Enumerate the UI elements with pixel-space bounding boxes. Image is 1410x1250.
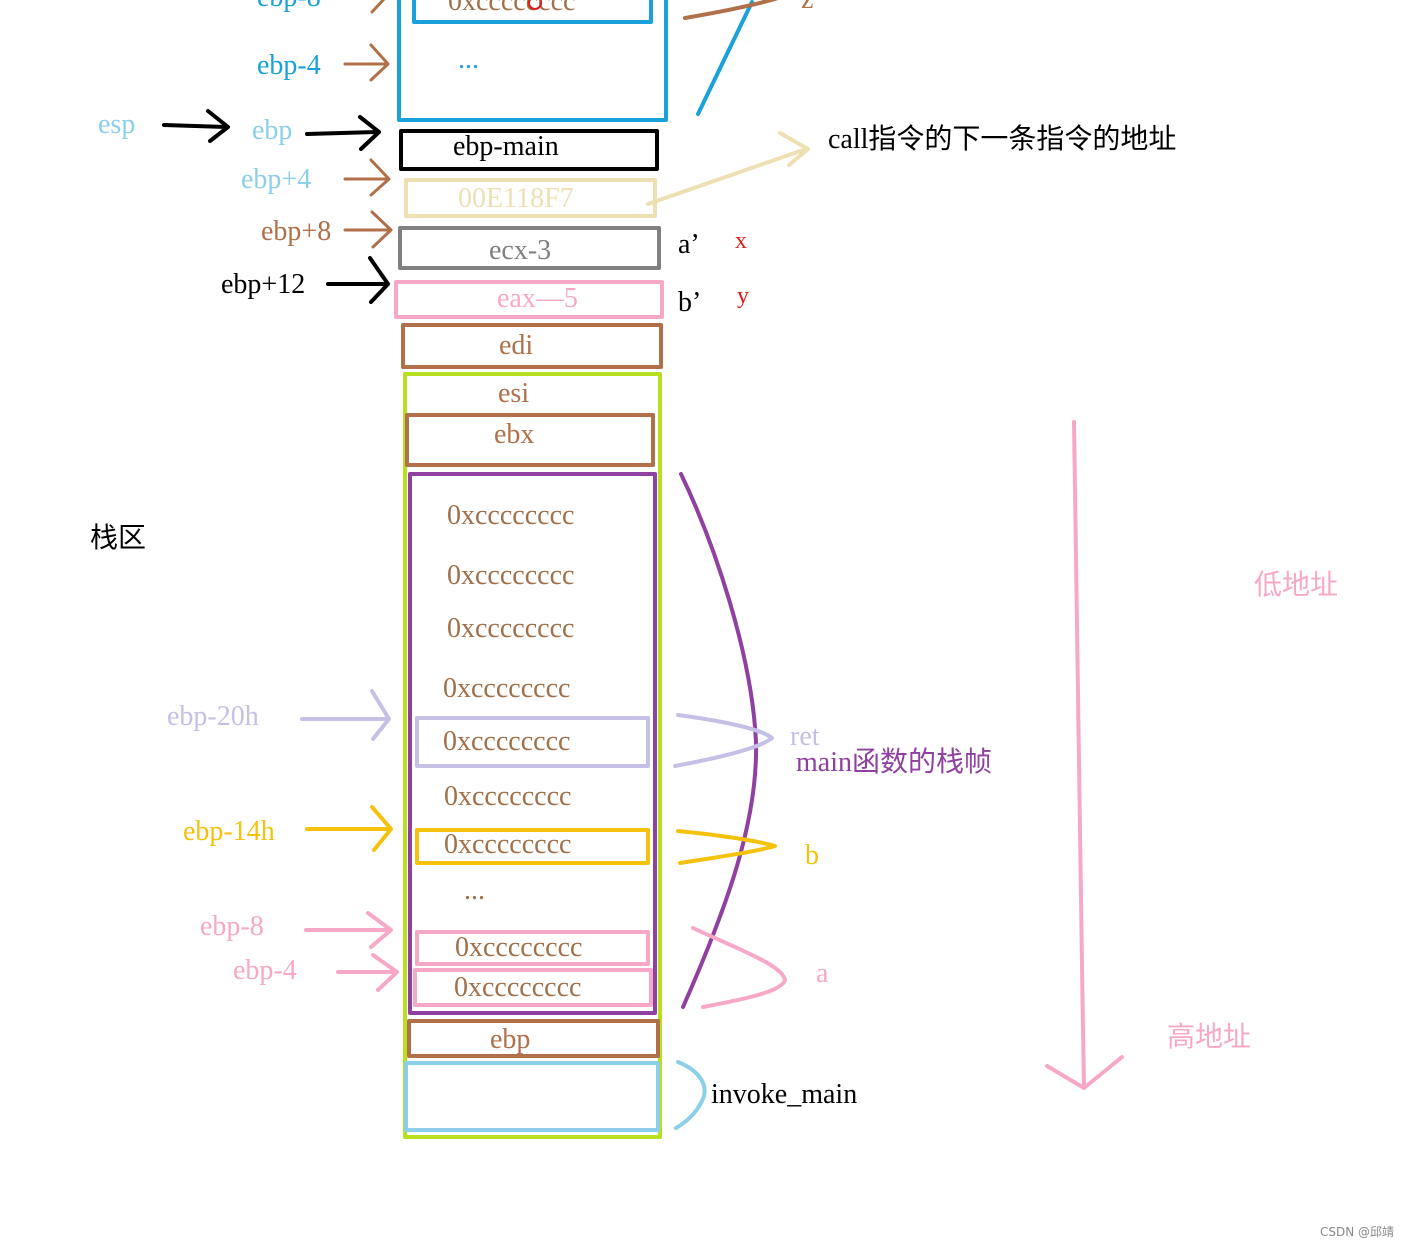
- ebp-bottom-box: [407, 1019, 660, 1058]
- param-y: y: [737, 283, 749, 309]
- low-address-label: 低地址: [1254, 570, 1339, 601]
- arrow-ebp-minus-20h: [300, 689, 391, 741]
- arrow-ebp-plus-12: [326, 256, 390, 304]
- main-frame-label: main函数的栈帧: [796, 747, 992, 778]
- watermark: CSDN @邱靖: [1319, 1225, 1394, 1239]
- main-cell-ret: 0xcccccccc: [443, 726, 571, 757]
- a-brace: [691, 926, 787, 1009]
- param-a-prime: a’: [678, 229, 700, 260]
- var-a: a: [816, 958, 829, 989]
- top-cell-value: 0xcccccccc: [448, 0, 576, 17]
- param-b-prime: b’: [678, 287, 702, 318]
- edi-box: [401, 323, 663, 369]
- top-arrow-partial: [370, 0, 386, 14]
- label-ebp-minus-4: ebp-4: [233, 955, 297, 986]
- slot-ebx: ebx: [494, 419, 535, 450]
- b-cell-box: [415, 828, 650, 865]
- main-cell: 0xcccccccc: [443, 673, 571, 704]
- main-frame-box: [408, 472, 657, 1015]
- b-brace: [676, 829, 777, 865]
- ebx-box: [405, 413, 655, 467]
- slot-eax: eax—5: [497, 283, 578, 314]
- label-ebp-minus-8: ebp-8: [200, 911, 264, 942]
- label-ebp-minus-20h: ebp-20h: [167, 701, 259, 732]
- label-ebp-minus-8-cut: ebp-8: [257, 0, 321, 12]
- invoke-main-brace: [674, 1060, 707, 1130]
- param-x: x: [735, 228, 747, 254]
- saved-registers-frame: [403, 372, 662, 1139]
- arrow-ebp-minus-4: [336, 953, 399, 992]
- label-ebp-plus-12: ebp+12: [221, 269, 306, 300]
- var-ret: ret: [790, 721, 820, 752]
- var-b: b: [805, 840, 819, 871]
- label-ebp-plus-8: ebp+8: [261, 216, 332, 247]
- label-ebp-plus-4: ebp+4: [241, 164, 312, 195]
- callee-ellipsis: ...: [458, 44, 479, 75]
- slot-esi: esi: [498, 378, 530, 409]
- arrow-ebp: [305, 115, 381, 151]
- address-direction-arrow: [1045, 420, 1124, 1090]
- ret-brace: [673, 713, 774, 768]
- label-ebp-minus-4-top: ebp-4: [257, 50, 321, 81]
- callee-frame-box: [397, 0, 668, 122]
- label-z: z: [801, 0, 813, 14]
- invoke-main-box: [404, 1061, 660, 1132]
- arrow-ebp-minus-8: [304, 911, 393, 949]
- top-cell-box: [412, 0, 653, 24]
- invoke-main-label: invoke_main: [711, 1079, 858, 1110]
- stack-area-label: 栈区: [90, 523, 147, 554]
- slot-edi: edi: [499, 330, 534, 361]
- slot-ecx: ecx-3: [489, 235, 552, 266]
- slot-ebp-main: ebp-main: [453, 131, 559, 162]
- arrow-ebp-plus-8: [343, 210, 393, 249]
- arrow-ebp-plus-4: [343, 158, 391, 197]
- label-ebp-minus-14h: ebp-14h: [183, 816, 275, 847]
- label-esp: esp: [98, 109, 136, 140]
- main-cell-ellipsis: ...: [464, 875, 485, 906]
- main-cell-b: 0xcccccccc: [444, 829, 572, 860]
- a-cell-box-2: [413, 968, 653, 1007]
- main-frame-brace: [679, 472, 759, 1009]
- arrow-ebp-minus-14h: [305, 805, 393, 852]
- arrow-ebp-minus-4-top: [343, 43, 390, 82]
- ret-cell-box: [415, 716, 650, 768]
- main-cell-a1: 0xcccccccc: [455, 932, 583, 963]
- eax-box: [394, 280, 664, 319]
- main-cell-a2: 0xcccccccc: [454, 972, 582, 1003]
- slot-ebp-bottom: ebp: [490, 1024, 531, 1055]
- red-mark-icon: [528, 0, 542, 10]
- blue-slash-line: [696, 0, 754, 116]
- return-address-arrow: [646, 131, 810, 206]
- label-ebp: ebp: [252, 115, 293, 146]
- main-cell: 0xcccccccc: [447, 613, 575, 644]
- call-note: call指令的下一条指令的地址: [828, 124, 1177, 155]
- main-cell: 0xcccccccc: [444, 781, 572, 812]
- ecx-box: [398, 226, 661, 270]
- return-address-box: [404, 178, 657, 218]
- main-cell: 0xcccccccc: [447, 560, 575, 591]
- z-brace-stroke: [683, 0, 779, 20]
- a-cell-box-1: [415, 930, 650, 966]
- slot-return-address: 00E118F7: [458, 183, 574, 214]
- main-cell: 0xcccccccc: [447, 500, 575, 531]
- arrow-esp: [162, 109, 230, 143]
- ebp-main-box: [399, 129, 659, 171]
- high-address-label: 高地址: [1167, 1022, 1252, 1053]
